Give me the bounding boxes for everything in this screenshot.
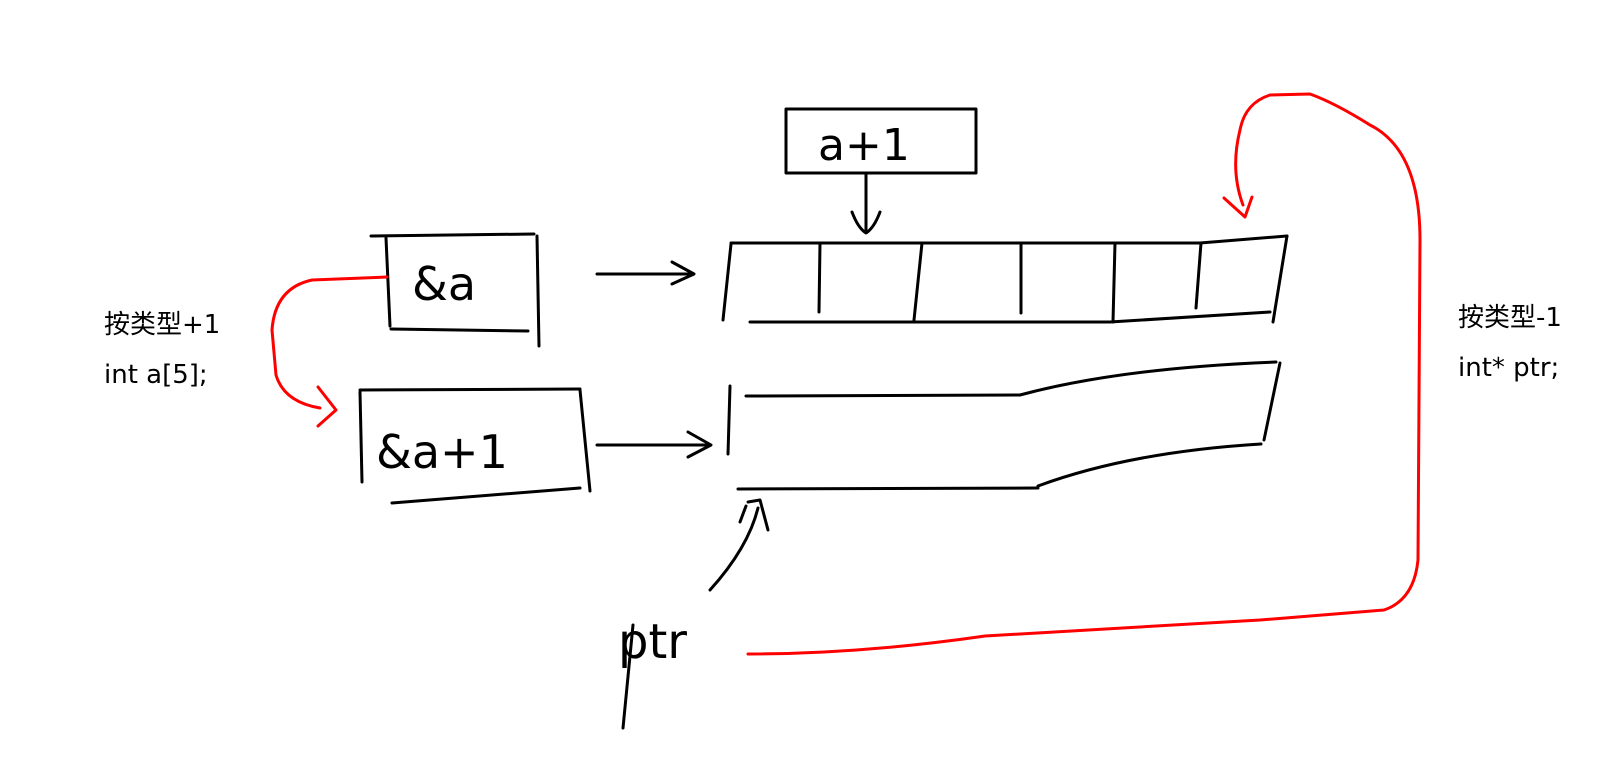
ptr-label: ptr	[618, 614, 687, 730]
addr-a-plus-1-box	[358, 387, 592, 505]
addr-a-arrow	[595, 260, 696, 286]
addr-a-label: &a	[412, 257, 476, 311]
note-right-line2: int* ptr;	[1458, 353, 1560, 383]
array-top-border	[729, 234, 1289, 245]
array-cell-divider	[1194, 241, 1203, 310]
red-arrow-left	[270, 275, 389, 428]
note-left-line2: int a[5];	[104, 360, 208, 390]
array-cell-divider	[912, 241, 924, 322]
ptr-arrow	[708, 498, 770, 592]
next-array-block	[726, 360, 1282, 491]
array-cell-divider	[1111, 241, 1117, 324]
ptr-text: ptr	[618, 614, 687, 670]
a-plus-1-box-frame	[784, 107, 978, 175]
note-right: 按类型-1 int* ptr;	[1458, 293, 1562, 393]
note-right-line1: 按类型-1	[1458, 303, 1562, 333]
addr-a-plus-1-label: &a+1	[376, 425, 508, 479]
note-left-line1: 按类型+1	[104, 310, 221, 340]
array-a	[721, 234, 1289, 324]
addr-a-box	[369, 232, 541, 348]
ptr-vertical-stroke	[621, 623, 635, 730]
note-left: 按类型+1 int a[5];	[104, 300, 220, 400]
array-right-border	[1271, 234, 1289, 324]
addr-a-plus-1-arrow	[595, 430, 713, 459]
array-bottom-border	[748, 310, 1272, 324]
a-plus-1-box: a+1	[784, 107, 978, 175]
array-cell-divider	[817, 241, 822, 314]
array-left-border	[721, 242, 733, 322]
a-plus-1-label: a+1	[818, 120, 910, 171]
a-plus-1-down-arrow	[850, 172, 882, 235]
red-arrow-right	[746, 92, 1422, 656]
